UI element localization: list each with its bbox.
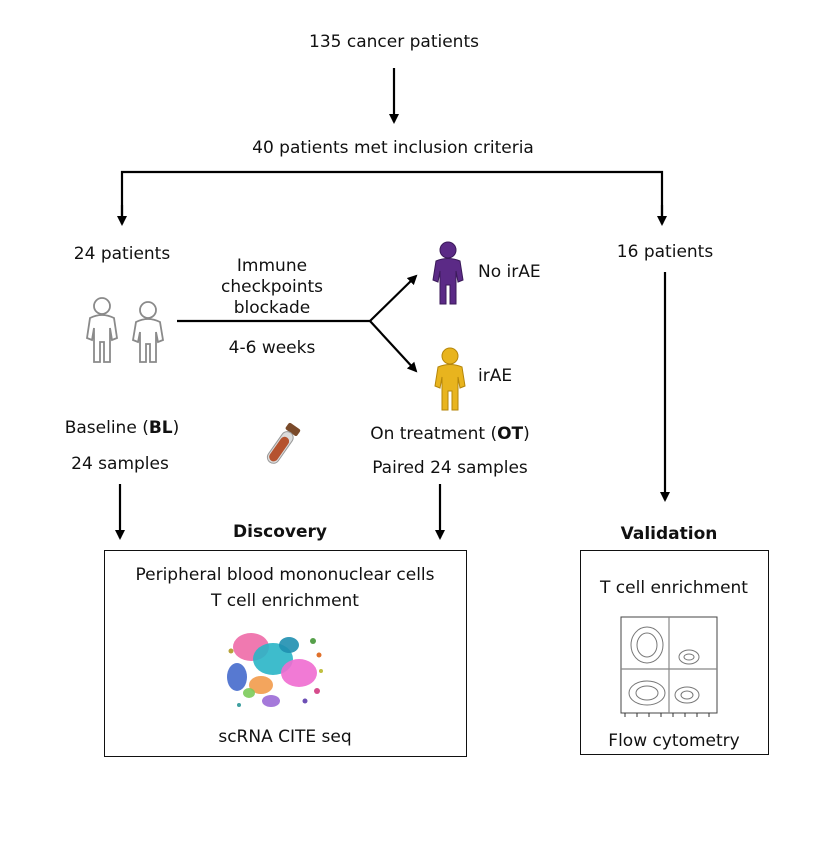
discovery-heading: Discovery bbox=[233, 522, 327, 542]
person-icon bbox=[434, 347, 466, 411]
cancer-patients-label: 135 cancer patients bbox=[309, 32, 479, 52]
no-irae-label: No irAE bbox=[478, 262, 541, 282]
treatment-line-1: Immune bbox=[236, 256, 308, 276]
treatment-line-3: blockade bbox=[233, 298, 311, 318]
patients-group bbox=[86, 297, 165, 363]
baseline-label: Baseline (BL) bbox=[64, 418, 180, 438]
person-icon bbox=[86, 297, 118, 363]
irae-label: irAE bbox=[478, 366, 513, 386]
discovery-line-1: Peripheral blood mononuclear cells bbox=[135, 565, 435, 585]
discovery-method: scRNA CITE seq bbox=[218, 727, 352, 747]
baseline-samples-label: 24 samples bbox=[71, 454, 169, 474]
umap-plot-icon bbox=[227, 633, 323, 707]
split-connector bbox=[120, 170, 664, 222]
person-icon bbox=[432, 241, 464, 305]
right-patients-label: 16 patients bbox=[616, 242, 714, 262]
paired-samples-label: Paired 24 samples bbox=[372, 458, 528, 478]
flow-cytometry-plot-icon bbox=[620, 616, 718, 717]
arrow-to-no-irae bbox=[369, 274, 418, 322]
person-icon bbox=[131, 301, 165, 363]
left-patients-label: 24 patients bbox=[73, 244, 171, 264]
arrow-to-irae bbox=[369, 320, 418, 373]
validation-method: Flow cytometry bbox=[608, 731, 740, 751]
inclusion-label: 40 patients met inclusion criteria bbox=[252, 138, 534, 158]
on-treatment-label: On treatment (OT) bbox=[370, 424, 530, 444]
duration-label: 4-6 weeks bbox=[228, 338, 316, 358]
discovery-box: Peripheral blood mononuclear cells T cel… bbox=[104, 550, 467, 757]
treatment-line-2: checkpoints bbox=[221, 277, 323, 297]
validation-heading: Validation bbox=[620, 524, 718, 544]
blood-tube-icon bbox=[266, 422, 301, 464]
validation-box: T cell enrichment Flow cytometry bbox=[580, 550, 769, 755]
discovery-line-2: T cell enrichment bbox=[211, 591, 359, 611]
validation-line-1: T cell enrichment bbox=[600, 578, 748, 598]
